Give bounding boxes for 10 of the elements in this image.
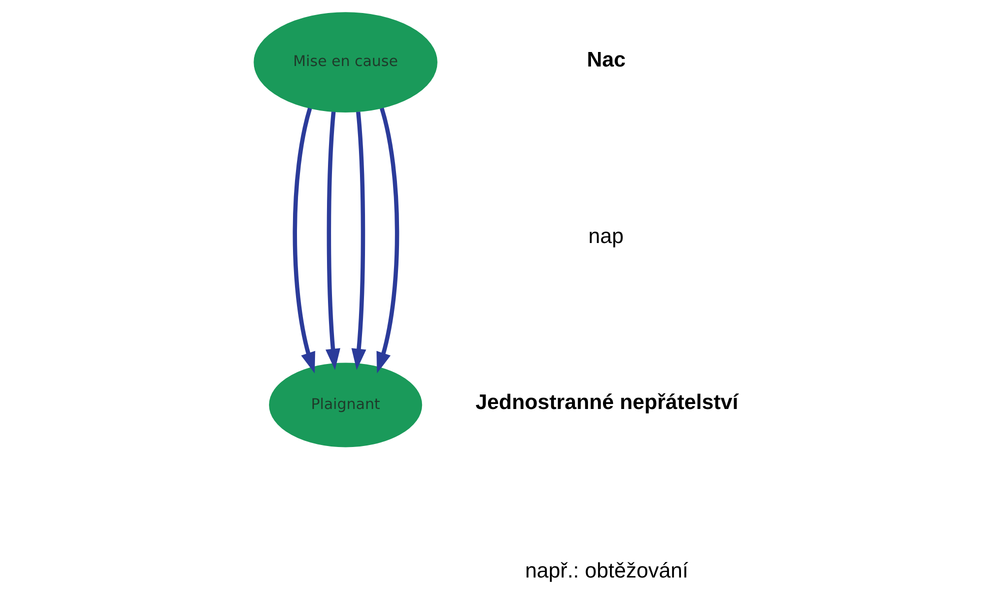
label: např.: obtěžování (525, 560, 688, 583)
node-ellipse: Mise en cause (254, 12, 438, 112)
arrow (292, 108, 316, 374)
node-ellipse: Plaignant (269, 362, 422, 448)
arrow (376, 108, 400, 374)
arrow (351, 112, 366, 370)
arrow (326, 112, 340, 370)
label: nap (588, 224, 624, 248)
label: Nac (586, 48, 626, 72)
label: Jednostranné nepřátelství (475, 391, 738, 414)
